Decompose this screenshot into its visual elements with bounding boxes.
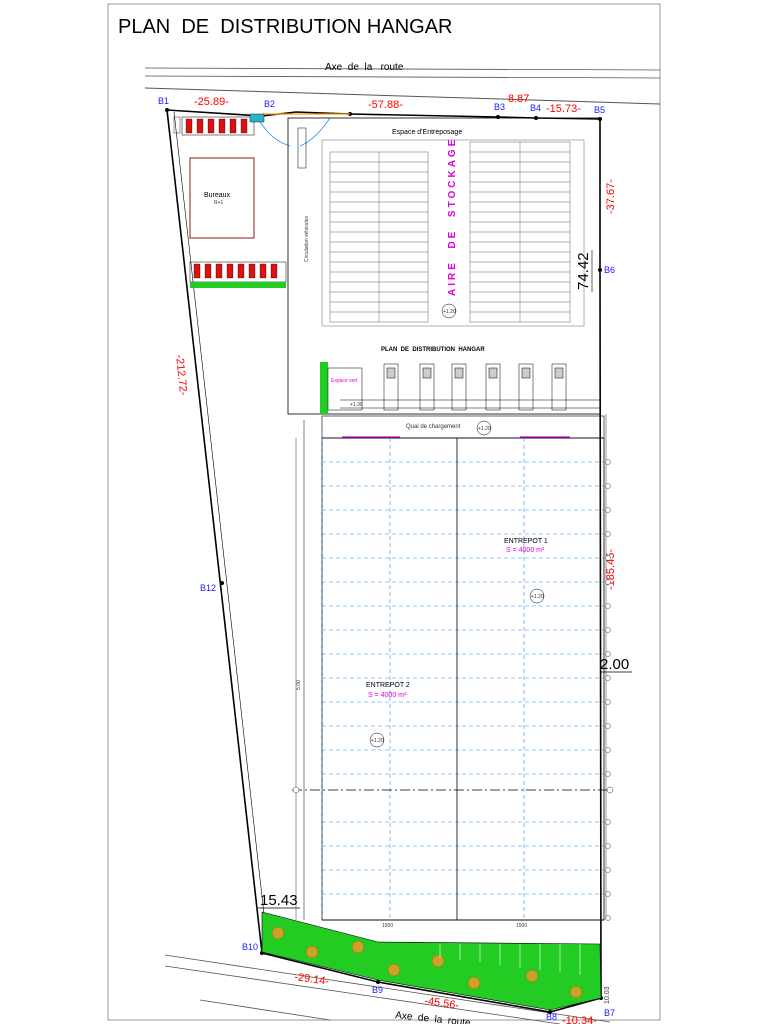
point-b3: B3 — [494, 102, 505, 112]
dim-west: -212.72- — [173, 354, 189, 396]
warehouse-1-level-marker — [529, 588, 545, 604]
warehouse-2-level-marker — [369, 732, 385, 748]
dim-b3-b4: 8.87 — [508, 93, 529, 105]
hangar-building — [287, 117, 601, 415]
dim-b10-b9: -29.14- — [294, 971, 331, 988]
elevation-south-west: 15.43 — [260, 892, 298, 909]
green-box-label: Espace vert — [331, 378, 358, 384]
road-bottom — [164, 954, 611, 1024]
green-box-frame — [327, 367, 363, 411]
page-frame — [107, 3, 661, 1021]
quay-label: Quai de chargement — [406, 424, 461, 430]
elevation-storage: 74.42 — [575, 252, 592, 290]
storage-racks-right — [469, 141, 571, 323]
storage-area-frame — [321, 139, 585, 327]
green-strip-box — [320, 362, 328, 414]
loading-docks — [340, 363, 600, 411]
south-green-trees — [271, 926, 583, 999]
point-b7: B7 — [604, 1008, 615, 1018]
storage-space-label: Espace d'Entreposage — [392, 129, 462, 136]
storage-level-label: +1.20 — [443, 309, 456, 315]
dim-b7-short: 10.03 — [604, 986, 611, 1004]
road-label-top: Axe de la route — [325, 62, 404, 73]
point-b12: B12 — [200, 583, 216, 593]
south-green-area — [261, 911, 602, 1011]
warehouse-2-level: +1.20 — [371, 738, 384, 744]
storage-level-marker — [441, 303, 457, 319]
dim-b8-b7: -10.34- — [562, 1015, 597, 1024]
parcel-boundary — [166, 109, 602, 1013]
elevation-east-mid: 2.00 — [600, 656, 629, 673]
parking-top — [173, 116, 255, 136]
warehouse-1-level: +1.20 — [531, 594, 544, 600]
boundary-west-second — [173, 111, 269, 951]
point-b4: B4 — [530, 103, 541, 113]
point-b1: B1 — [158, 96, 169, 106]
quay-level-label: +1.20 — [478, 426, 491, 432]
point-b9: B9 — [372, 985, 383, 995]
road-label-bottom: Axe de la route — [395, 1010, 472, 1024]
warehouse-1-label: ENTREPOT 1 — [504, 538, 548, 545]
grid-axis-markers — [292, 459, 614, 921]
dock-level-label: +1.30 — [350, 402, 363, 408]
warehouse-2-area: S = 4000 m² — [368, 692, 407, 699]
inner-plan-title: PLAN DE DISTRIBUTION HANGAR — [381, 347, 485, 353]
point-b5: B5 — [594, 105, 605, 115]
span-right: 1500 — [516, 923, 527, 929]
dim-b2-b3: -57.88- — [368, 99, 403, 111]
storage-racks-left — [329, 151, 429, 323]
point-b6: B6 — [604, 265, 615, 275]
dim-b1-b2: -25.89- — [194, 96, 229, 108]
south-parking-lines — [439, 944, 581, 975]
storage-area-label: AIRE DE STOCKAGE — [447, 137, 458, 296]
dim-b5-b6: -37.67- — [605, 179, 617, 214]
point-b2: B2 — [264, 99, 275, 109]
warehouse-grid — [292, 414, 612, 921]
office-block — [189, 157, 255, 239]
warehouse-2-label: ENTREPOT 2 — [366, 682, 410, 689]
loading-quay — [321, 415, 605, 439]
quay-level-marker — [476, 420, 492, 436]
span-left: 1500 — [382, 923, 393, 929]
warehouse-1-area: S = 4000 m² — [506, 547, 545, 554]
dim-b4-b5: -15.73- — [546, 103, 581, 115]
office-label: Bureaux — [204, 192, 231, 199]
vehicle-circulation-note: Circulation véhicules — [304, 216, 310, 262]
boundary-points — [165, 108, 603, 1014]
bay-dimension: 5.00 — [296, 680, 302, 690]
dim-b9-b8: -45.56- — [424, 995, 461, 1012]
page-title: PLAN DE DISTRIBUTION HANGAR — [118, 16, 453, 38]
point-b8: B8 — [546, 1012, 557, 1022]
office-sublabel: R+1 — [214, 200, 224, 206]
parking-bottom — [189, 261, 287, 288]
point-b10: B10 — [242, 942, 258, 952]
road-top — [144, 67, 661, 105]
entrance-gate — [249, 113, 331, 169]
